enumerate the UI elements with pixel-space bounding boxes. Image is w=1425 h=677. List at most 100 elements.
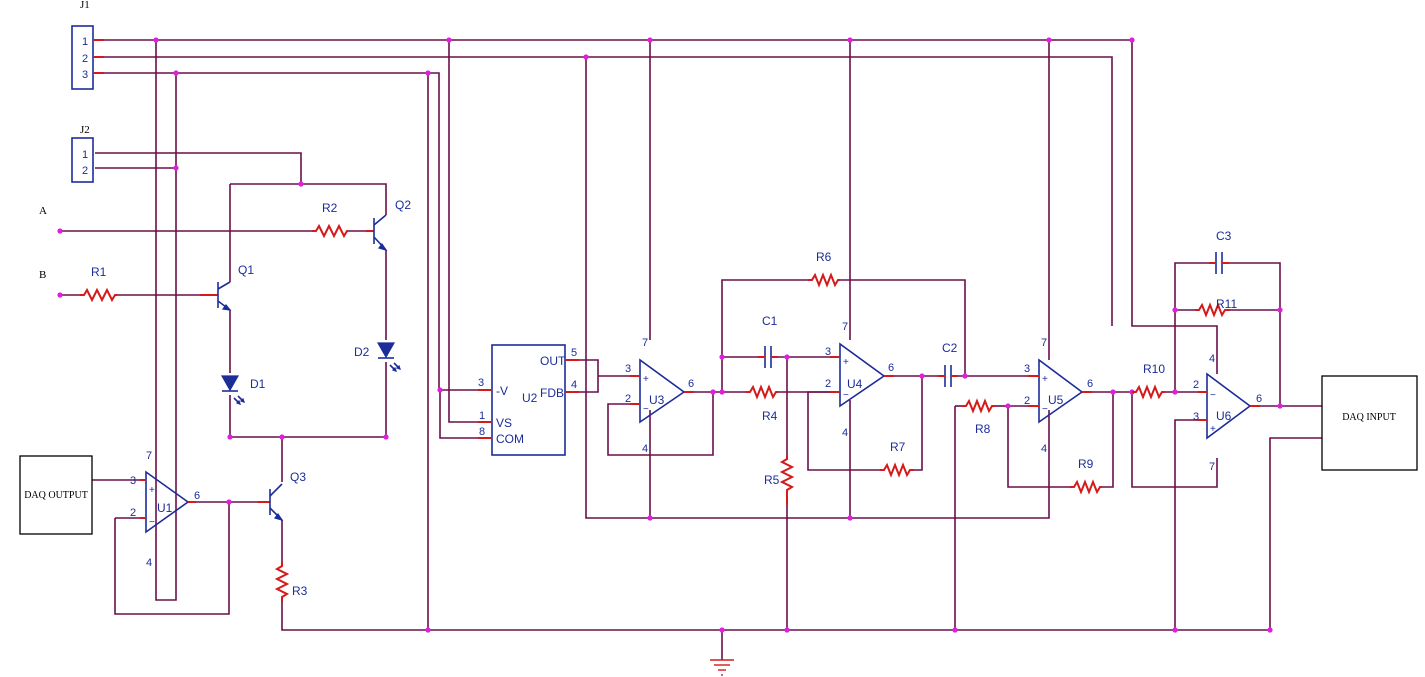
svg-text:−: − [643,404,649,415]
svg-text:COM: COM [496,432,524,446]
daq-output-block: DAQ OUTPUT [19,455,93,535]
svg-text:OUT: OUT [540,354,566,368]
transistor-q1: Q1 [200,263,254,311]
resistor-r7: R7 [880,440,914,478]
svg-text:3: 3 [130,475,136,487]
svg-text:3: 3 [625,363,631,375]
capacitor-c1: C1 [758,314,778,368]
svg-text:R3: R3 [292,584,308,598]
svg-text:4: 4 [642,443,648,455]
svg-text:7: 7 [842,321,848,333]
svg-text:R11: R11 [1216,297,1237,311]
transistor-q3: Q3 [258,470,306,522]
connector-j1: J1 1 2 3 [71,0,104,90]
svg-text:C3: C3 [1216,229,1232,243]
svg-text:7: 7 [642,337,648,349]
resistor-r9: R9 [1070,457,1102,495]
svg-text:C2: C2 [942,341,958,355]
svg-text:3: 3 [825,346,831,358]
svg-text:−: − [843,390,849,401]
svg-text:6: 6 [688,378,694,390]
connector-j2: J2 1 2 [71,124,94,183]
svg-text:3: 3 [478,377,484,389]
svg-text:-V: -V [496,384,508,398]
svg-text:+: + [1042,374,1048,385]
svg-text:DAQ OUTPUT: DAQ OUTPUT [24,490,88,501]
svg-text:2: 2 [825,378,831,390]
ic-u2: 3 -V 1 VS 8 COM 5 OUT 4 FDB U2 [478,344,579,456]
j2-pin-1: 1 [82,149,88,161]
transistor-q2: Q2 [366,198,411,252]
svg-text:7: 7 [1041,337,1047,349]
svg-text:2: 2 [625,393,631,405]
svg-text:2: 2 [1024,395,1030,407]
svg-text:+: + [643,374,649,385]
daq-input-block: DAQ INPUT [1321,375,1418,471]
svg-text:2: 2 [1193,379,1199,391]
svg-text:4: 4 [146,557,152,569]
svg-text:R1: R1 [91,265,107,279]
capacitor-c2: C2 [938,341,958,387]
resistor-r8: R8 [962,398,995,436]
j2-pin-2: 2 [82,165,88,177]
svg-text:C1: C1 [762,314,778,328]
led-d1: D1 [220,375,266,405]
svg-text:U1: U1 [157,501,173,515]
svg-text:VS: VS [496,416,512,430]
resistor-r11: R11 [1195,297,1237,318]
svg-text:U3: U3 [649,393,665,407]
svg-text:R10: R10 [1143,362,1165,376]
svg-text:−: − [1042,404,1048,415]
j1-pin-3: 3 [82,69,88,81]
svg-text:8: 8 [479,426,485,438]
resistor-r1: R1 [80,265,117,303]
svg-text:R6: R6 [816,250,832,264]
svg-text:6: 6 [1256,393,1262,405]
svg-text:7: 7 [1209,461,1215,473]
svg-text:R7: R7 [890,440,906,454]
svg-text:DAQ INPUT: DAQ INPUT [1342,412,1396,423]
resistor-r3: R3 [274,562,308,602]
svg-text:Q2: Q2 [395,198,411,212]
svg-text:D1: D1 [250,377,266,391]
svg-text:R9: R9 [1078,457,1094,471]
svg-text:U6: U6 [1216,409,1232,423]
opamp-u5: + − U5 3 2 6 7 4 [1024,337,1093,455]
svg-text:6: 6 [194,490,200,502]
resistor-r6: R6 [808,250,840,288]
opamp-u4: + − U4 3 2 6 7 4 [825,321,894,439]
capacitor-c3: C3 [1209,229,1232,274]
opamp-u6: − + U6 2 3 6 4 7 [1193,353,1262,473]
j1-pin-1: 1 [82,36,88,48]
j1-label: J1 [80,0,90,11]
svg-text:5: 5 [571,347,577,359]
svg-text:4: 4 [1209,353,1215,365]
svg-text:6: 6 [1087,378,1093,390]
svg-text:FDB: FDB [540,386,564,400]
svg-text:4: 4 [571,379,577,391]
ground-symbol [710,659,734,676]
svg-text:+: + [843,357,849,368]
svg-text:D2: D2 [354,345,370,359]
svg-text:U2: U2 [522,391,538,405]
resistor-r2: R2 [312,201,348,239]
svg-text:−: − [1210,390,1216,401]
j2-label: J2 [80,124,90,136]
svg-text:U5: U5 [1048,393,1064,407]
svg-text:7: 7 [146,450,152,462]
svg-text:+: + [149,485,155,496]
j1-pin-2: 2 [82,53,88,65]
led-d2: D2 [354,342,401,372]
wires [60,39,1322,660]
input-a-label: A [39,205,47,217]
svg-text:Q1: Q1 [238,263,254,277]
svg-text:+: + [1210,424,1216,435]
svg-text:Q3: Q3 [290,470,306,484]
resistor-r4: R4 [746,384,778,423]
resistor-r5: R5 [764,455,795,505]
svg-text:1: 1 [479,410,485,422]
svg-text:3: 3 [1024,363,1030,375]
svg-text:R5: R5 [764,473,780,487]
opamp-u1: + − U1 3 2 6 7 4 [130,450,200,569]
